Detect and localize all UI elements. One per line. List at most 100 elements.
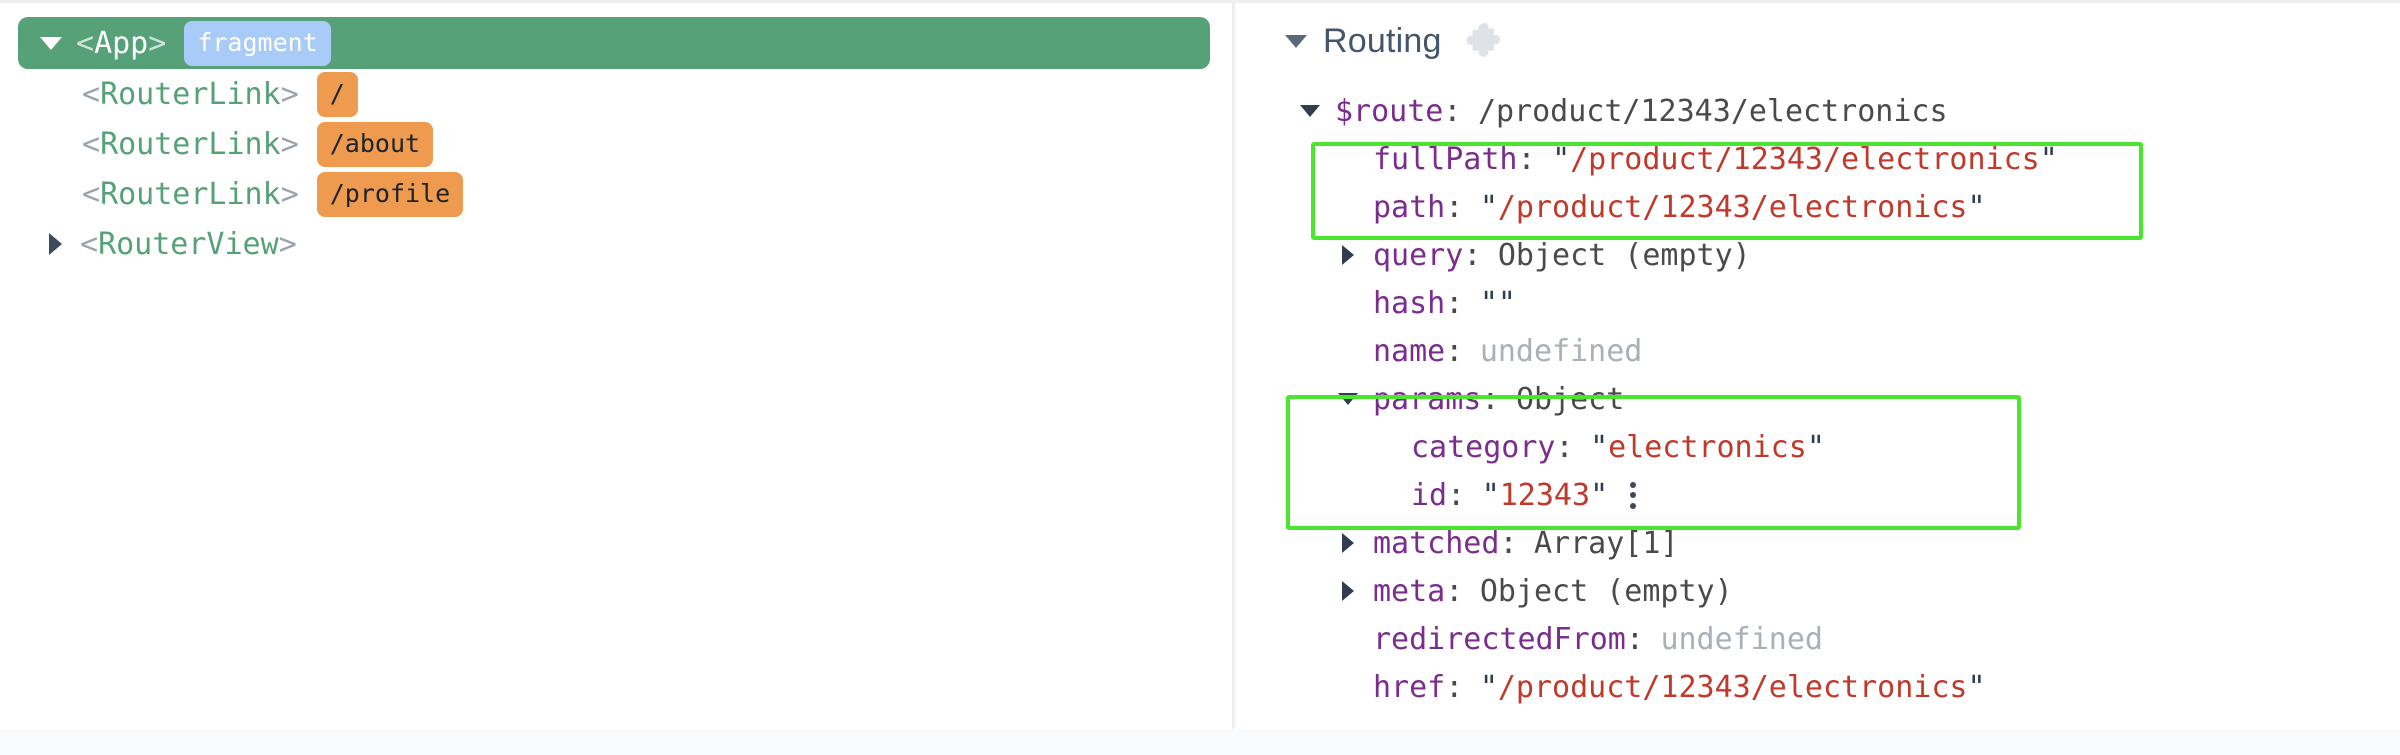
- kv-row-route[interactable]: $route: /product/12343/electronics: [1277, 87, 2400, 135]
- tag-close-bracket: >: [280, 126, 299, 162]
- kv-colon: :: [1443, 93, 1462, 129]
- more-vertical-icon[interactable]: [1630, 481, 1637, 509]
- tree-row-routerview[interactable]: <RouterView>: [0, 219, 1232, 269]
- kv-quote-close: ": [1497, 285, 1516, 321]
- kv-row-query[interactable]: query:Object (empty): [1277, 231, 2400, 279]
- tag-close-bracket: >: [280, 76, 299, 112]
- kv-key: href: [1373, 669, 1446, 705]
- kv-value: 12343: [1499, 477, 1591, 513]
- kv-colon: :: [1625, 621, 1644, 657]
- kv-quote-open: ": [1479, 285, 1498, 321]
- caret-right-icon[interactable]: [1335, 533, 1361, 553]
- kv-key: name: [1373, 333, 1446, 369]
- kv-quote-open: ": [1481, 477, 1500, 513]
- kv-row-fullpath[interactable]: fullPath: "/product/12343/electronics": [1277, 135, 2400, 183]
- caret-right-icon[interactable]: [1335, 581, 1361, 601]
- kv-row-params-id[interactable]: id: "12343": [1277, 471, 2400, 519]
- routing-section-header[interactable]: Routing: [1285, 13, 2400, 69]
- tree-row-app[interactable]: <App> fragment: [18, 17, 1210, 69]
- component-tree-list: <App> fragment <RouterLink> / <RouterLin…: [0, 3, 1232, 269]
- tag-name-routerlink: RouterLink: [100, 76, 281, 112]
- tree-row-routerlink-profile[interactable]: <RouterLink> /profile: [0, 169, 1232, 219]
- tag-close-bracket: >: [280, 176, 299, 212]
- kv-value: Object (empty): [1479, 573, 1733, 609]
- kv-row-path[interactable]: path:"/product/12343/electronics": [1277, 183, 2400, 231]
- kv-quote-close: ": [2039, 141, 2058, 177]
- caret-down-icon[interactable]: [1285, 34, 1307, 48]
- kv-colon: :: [1445, 189, 1464, 225]
- kv-key: id: [1411, 477, 1448, 513]
- caret-right-icon[interactable]: [40, 229, 70, 259]
- kv-colon: :: [1445, 669, 1464, 705]
- kv-key: fullPath: [1373, 141, 1518, 177]
- kv-value: electronics: [1608, 429, 1807, 465]
- section-title: Routing: [1323, 21, 1442, 60]
- kv-quote-close: ": [1590, 477, 1609, 513]
- kv-colon: :: [1517, 141, 1536, 177]
- kv-colon: :: [1447, 477, 1466, 513]
- caret-down-icon[interactable]: [1335, 393, 1361, 405]
- caret-down-icon[interactable]: [1297, 105, 1323, 117]
- route-property-list: $route: /product/12343/electronics fullPa…: [1277, 87, 2400, 711]
- caret-right-icon[interactable]: [1335, 245, 1361, 265]
- tag-name-routerview: RouterView: [98, 226, 279, 262]
- kv-colon: :: [1481, 381, 1500, 417]
- badge-route-path: /: [316, 71, 358, 117]
- tag-name-routerlink: RouterLink: [100, 126, 281, 162]
- tag-open-bracket: <: [82, 76, 101, 112]
- kv-value: undefined: [1660, 621, 1823, 657]
- kv-quote-close: ": [1967, 669, 1986, 705]
- routing-inspector-pane: Routing $route: /product/12343/electronic…: [1235, 3, 2400, 755]
- badge-route-path: /profile: [316, 171, 464, 217]
- caret-down-icon[interactable]: [36, 28, 66, 58]
- tag-close-bracket: >: [278, 226, 297, 262]
- kv-row-matched[interactable]: matched: Array[1]: [1277, 519, 2400, 567]
- kv-row-name[interactable]: name: undefined: [1277, 327, 2400, 375]
- tag-open-bracket: <: [80, 226, 99, 262]
- kv-value: Object (empty): [1497, 237, 1751, 273]
- tag-name-app: App: [94, 25, 149, 61]
- kv-row-redirectedfrom[interactable]: redirectedFrom: undefined: [1277, 615, 2400, 663]
- kv-value: /product/12343/electronics: [1497, 189, 1968, 225]
- tree-row-routerlink-root[interactable]: <RouterLink> /: [0, 69, 1232, 119]
- kv-colon: :: [1499, 525, 1518, 561]
- kv-key: $route: [1335, 93, 1444, 129]
- kv-quote-open: ": [1479, 189, 1498, 225]
- kv-value: Object: [1515, 381, 1625, 417]
- tag-close-bracket: >: [148, 25, 167, 61]
- tag-open-bracket: <: [82, 176, 101, 212]
- kv-row-params[interactable]: params: Object: [1277, 375, 2400, 423]
- kv-quote-open: ": [1552, 141, 1571, 177]
- kv-colon: :: [1463, 237, 1482, 273]
- kv-key: params: [1373, 381, 1482, 417]
- kv-value: /product/12343/electronics: [1477, 93, 1948, 129]
- kv-key: redirectedFrom: [1373, 621, 1626, 657]
- tag-name-routerlink: RouterLink: [100, 176, 281, 212]
- kv-key: meta: [1373, 573, 1446, 609]
- kv-colon: :: [1445, 573, 1464, 609]
- tag-open-bracket: <: [82, 126, 101, 162]
- kv-value: Array[1]: [1534, 525, 1679, 561]
- kv-row-params-category[interactable]: category: "electronics": [1277, 423, 2400, 471]
- kv-colon: :: [1445, 333, 1464, 369]
- kv-quote-open: ": [1479, 669, 1498, 705]
- kv-quote-open: ": [1590, 429, 1609, 465]
- kv-row-meta[interactable]: meta: Object (empty): [1277, 567, 2400, 615]
- kv-row-href[interactable]: href:"/product/12343/electronics": [1277, 663, 2400, 711]
- kv-key: path: [1373, 189, 1446, 225]
- puzzle-piece-icon: [1460, 20, 1502, 62]
- badge-route-path: /about: [316, 121, 434, 167]
- kv-value: /product/12343/electronics: [1570, 141, 2040, 177]
- kv-key: matched: [1373, 525, 1500, 561]
- kv-row-hash[interactable]: hash: "": [1277, 279, 2400, 327]
- kv-colon: :: [1445, 285, 1464, 321]
- tag-open-bracket: <: [76, 25, 95, 61]
- kv-value: undefined: [1479, 333, 1643, 369]
- kv-key: hash: [1373, 285, 1446, 321]
- tree-row-routerlink-about[interactable]: <RouterLink> /about: [0, 119, 1232, 169]
- kv-key: category: [1411, 429, 1556, 465]
- kv-quote-close: ": [1806, 429, 1825, 465]
- component-tree-pane: <App> fragment <RouterLink> / <RouterLin…: [0, 3, 1235, 755]
- kv-colon: :: [1555, 429, 1574, 465]
